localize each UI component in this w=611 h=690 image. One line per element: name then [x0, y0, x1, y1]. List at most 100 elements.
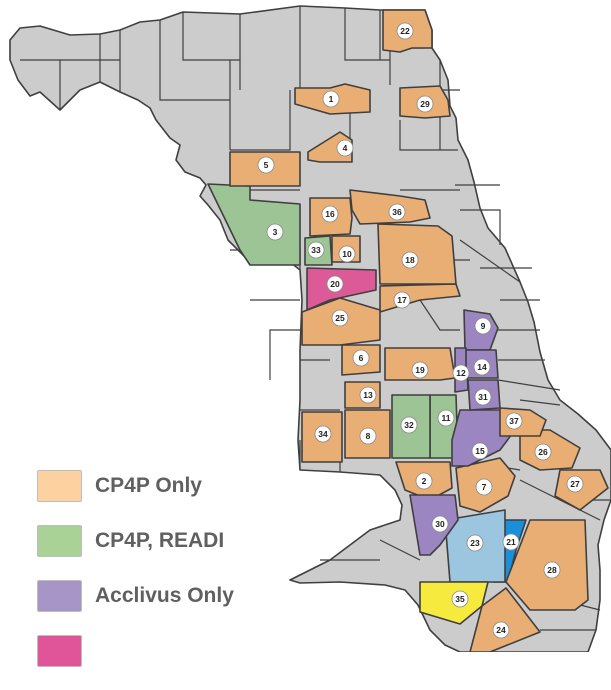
legend-label-cp4p-readi: CP4P, READI [95, 529, 225, 552]
area-number-20: 20 [330, 279, 340, 289]
area-badge-12 [452, 364, 470, 382]
area-number-25: 25 [335, 313, 345, 323]
area-badge-11 [437, 409, 455, 427]
legend-item-cp4p-only: CP4P Only [37, 470, 234, 502]
community-area-18 [377, 223, 457, 285]
neighborhood-boundary [419, 299, 460, 331]
neighborhood-boundary [159, 20, 230, 101]
neighborhood-boundary [20, 59, 61, 110]
area-number-34: 34 [318, 429, 328, 439]
community-area-24 [469, 587, 541, 652]
area-badge-22 [396, 22, 414, 40]
area-number-26: 26 [538, 447, 548, 457]
area-badge-27 [566, 475, 584, 493]
area-number-24: 24 [496, 625, 506, 635]
area-number-13: 13 [363, 390, 373, 400]
area-badge-9 [474, 317, 492, 335]
neighborhood-boundary [497, 379, 561, 391]
area-number-16: 16 [325, 209, 335, 219]
area-number-11: 11 [442, 413, 451, 423]
area-badge-33 [307, 241, 325, 259]
legend-swatch-pink [37, 635, 82, 667]
area-badge-37 [505, 412, 523, 430]
area-badge-15 [471, 442, 489, 460]
area-number-30: 30 [435, 519, 445, 529]
area-badge-36 [388, 203, 406, 221]
area-number-31: 31 [478, 392, 488, 402]
area-number-14: 14 [477, 362, 487, 372]
area-number-35: 35 [455, 594, 465, 604]
area-number-8: 8 [366, 431, 371, 441]
legend-item-pink [37, 635, 234, 667]
area-number-3: 3 [273, 227, 278, 237]
area-number-6: 6 [359, 353, 364, 363]
neighborhood-boundary [344, 8, 390, 61]
area-number-29: 29 [420, 99, 430, 109]
area-number-12: 12 [456, 368, 466, 378]
area-number-badges: 1234567891011121314151617181920212223242… [257, 22, 584, 639]
area-badge-29 [416, 95, 434, 113]
area-number-10: 10 [342, 249, 352, 259]
neighborhood-boundary [269, 329, 300, 380]
area-number-18: 18 [405, 255, 415, 265]
area-badge-35 [451, 590, 469, 608]
area-number-36: 36 [392, 207, 402, 217]
area-number-7: 7 [482, 482, 487, 492]
area-badge-4 [336, 139, 354, 157]
neighborhood-boundary [379, 539, 421, 561]
area-number-37: 37 [509, 416, 519, 426]
area-number-23: 23 [470, 538, 480, 548]
area-badge-31 [474, 388, 492, 406]
area-badge-21 [502, 533, 520, 551]
area-number-19: 19 [415, 365, 425, 375]
area-badge-14 [473, 358, 491, 376]
neighborhood-boundary [460, 209, 501, 245]
area-badge-34 [314, 425, 332, 443]
area-badge-6 [352, 349, 370, 367]
area-badge-20 [326, 275, 344, 293]
area-number-15: 15 [475, 446, 485, 456]
neighborhood-boundary [399, 120, 458, 151]
map-legend: CP4P Only CP4P, READI Acclivus Only [37, 470, 234, 690]
area-badge-30 [431, 515, 449, 533]
area-number-22: 22 [400, 26, 410, 36]
neighborhood-boundary [182, 12, 241, 90]
area-badge-2 [415, 472, 433, 490]
legend-swatch-acclivus-only [37, 580, 82, 612]
area-badge-26 [534, 443, 552, 461]
area-number-5: 5 [264, 160, 269, 170]
neighborhood-boundary [519, 399, 561, 406]
legend-item-cp4p-readi: CP4P, READI [37, 525, 234, 557]
area-badge-8 [359, 427, 377, 445]
area-number-28: 28 [547, 565, 557, 575]
area-badge-28 [543, 561, 561, 579]
area-badge-10 [338, 245, 356, 263]
legend-label-acclivus-only: Acclivus Only [95, 584, 234, 607]
area-badge-25 [331, 309, 349, 327]
area-badge-7 [475, 478, 493, 496]
area-number-27: 27 [570, 479, 580, 489]
legend-label-cp4p-only: CP4P Only [95, 474, 202, 497]
area-badge-24 [492, 621, 510, 639]
area-number-4: 4 [343, 143, 348, 153]
legend-item-acclivus-only: Acclivus Only [37, 580, 234, 612]
area-number-32: 32 [404, 420, 414, 430]
neighborhood-lines [20, 6, 611, 631]
area-number-2: 2 [422, 476, 427, 486]
area-number-9: 9 [481, 321, 486, 331]
neighborhood-boundary [459, 239, 521, 283]
area-number-1: 1 [329, 94, 334, 104]
area-badge-32 [400, 416, 418, 434]
neighborhood-boundary [230, 90, 291, 151]
city-map: 1234567891011121314151617181920212223242… [9, 5, 611, 652]
community-area-3 [207, 183, 301, 266]
area-number-21: 21 [506, 537, 516, 547]
area-badge-5 [257, 156, 275, 174]
community-area-36 [349, 189, 431, 225]
legend-swatch-cp4p-only [37, 470, 82, 502]
area-badge-1 [322, 90, 340, 108]
area-badge-3 [266, 223, 284, 241]
area-badge-17 [393, 291, 411, 309]
area-badge-19 [411, 361, 429, 379]
area-number-17: 17 [397, 295, 407, 305]
